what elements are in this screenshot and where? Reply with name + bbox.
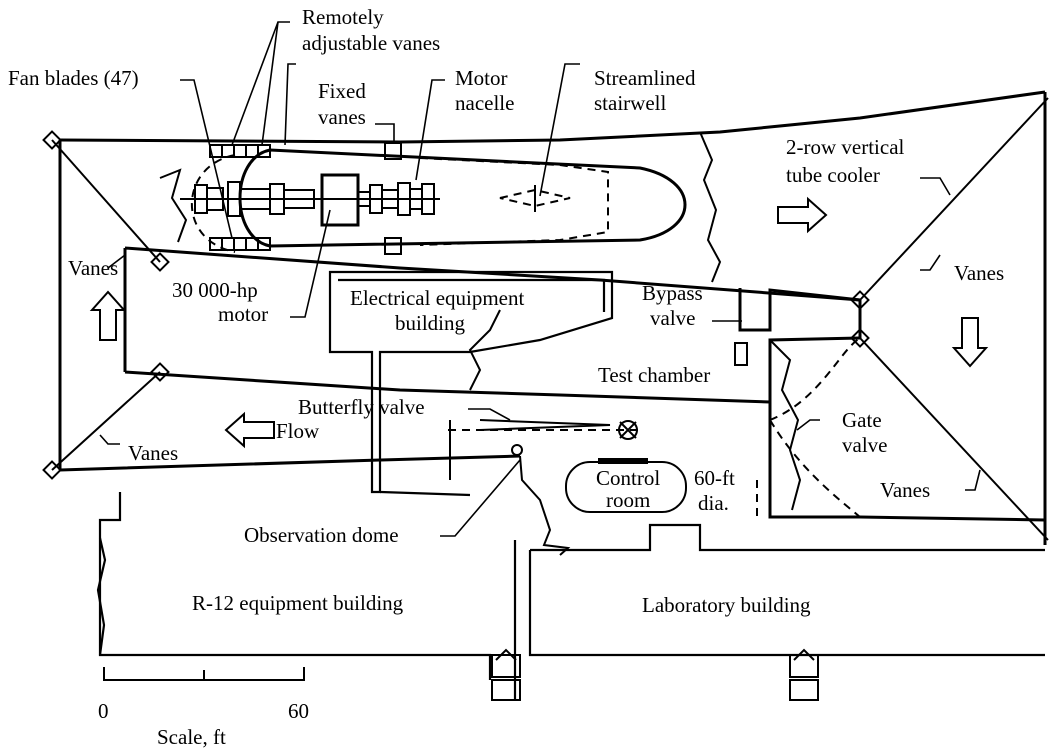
label-observation-dome: Observation dome <box>244 523 399 547</box>
label-motor-nacelle-line1: Motor <box>455 66 508 90</box>
label-streamlined-stairwell-line1: Streamlined <box>594 66 696 90</box>
label-test-chamber: Test chamber <box>598 363 710 387</box>
label-bypass-valve-line2: valve <box>650 306 695 330</box>
flow-arrows <box>89 196 989 449</box>
exit-stair-right <box>789 648 819 701</box>
label-tube-cooler-line2: tube cooler <box>786 163 880 187</box>
label-electrical-building-line2: building <box>395 311 466 335</box>
cutaway-lines <box>159 131 802 556</box>
scale-min: 0 <box>98 699 109 723</box>
label-vanes-left-lower: Vanes <box>128 441 178 465</box>
observation-dome-marker <box>511 444 523 456</box>
label-vanes-right-upper: Vanes <box>954 261 1004 285</box>
label-vanes-left-upper: Vanes <box>68 256 118 280</box>
buildings <box>96 270 1045 701</box>
label-streamlined-stairwell-line2: stairwell <box>594 91 666 115</box>
scale-bar: 0 60 Scale, ft <box>98 667 309 749</box>
label-control-room-line1: Control <box>596 466 660 490</box>
label-motor-line1: 30 000-hp <box>172 278 258 302</box>
label-tube-cooler-line1: 2-row vertical <box>786 135 905 159</box>
label-motor-nacelle-line2: nacelle <box>455 91 514 115</box>
label-laboratory-building: Laboratory building <box>642 593 811 617</box>
scale-label: Scale, ft <box>157 725 226 749</box>
fan-section <box>180 142 687 255</box>
model-icon <box>618 420 638 440</box>
label-gate-valve-line2: valve <box>842 433 887 457</box>
flow-arrow-right-icon <box>777 196 828 234</box>
flow-arrow-up-icon <box>89 290 127 341</box>
label-fan-blades: Fan blades (47) <box>8 66 139 90</box>
label-bypass-valve-line1: Bypass <box>642 281 703 305</box>
label-fixed-vanes-line1: Fixed <box>318 79 366 103</box>
labels: Remotely adjustable vanes Fan blades (47… <box>8 5 1004 617</box>
label-remotely-adjustable-vanes-line2: adjustable vanes <box>302 31 440 55</box>
label-vanes-right-lower: Vanes <box>880 478 930 502</box>
label-diameter-line1: 60-ft <box>694 466 735 490</box>
flow-arrow-down-icon <box>951 317 989 368</box>
flow-arrow-left-icon <box>224 411 275 449</box>
label-butterfly-valve: Butterfly valve <box>298 395 425 419</box>
label-r12-building: R-12 equipment building <box>192 591 404 615</box>
label-remotely-adjustable-vanes-line1: Remotely <box>302 5 384 29</box>
exit-stair-left <box>491 648 521 701</box>
label-electrical-building-line1: Electrical equipment <box>350 286 525 310</box>
label-diameter-line2: dia. <box>698 491 729 515</box>
leader-lines <box>99 21 981 537</box>
label-flow: Flow <box>276 419 320 443</box>
label-motor-line2: motor <box>218 302 268 326</box>
bypass-valve-marker <box>734 342 748 366</box>
scale-max: 60 <box>288 699 309 723</box>
test-section <box>448 337 861 520</box>
label-fixed-vanes-line2: vanes <box>318 105 366 129</box>
tunnel-circuit-outline <box>42 90 1049 545</box>
label-control-room-line2: room <box>606 488 650 512</box>
label-gate-valve-line1: Gate <box>842 408 882 432</box>
